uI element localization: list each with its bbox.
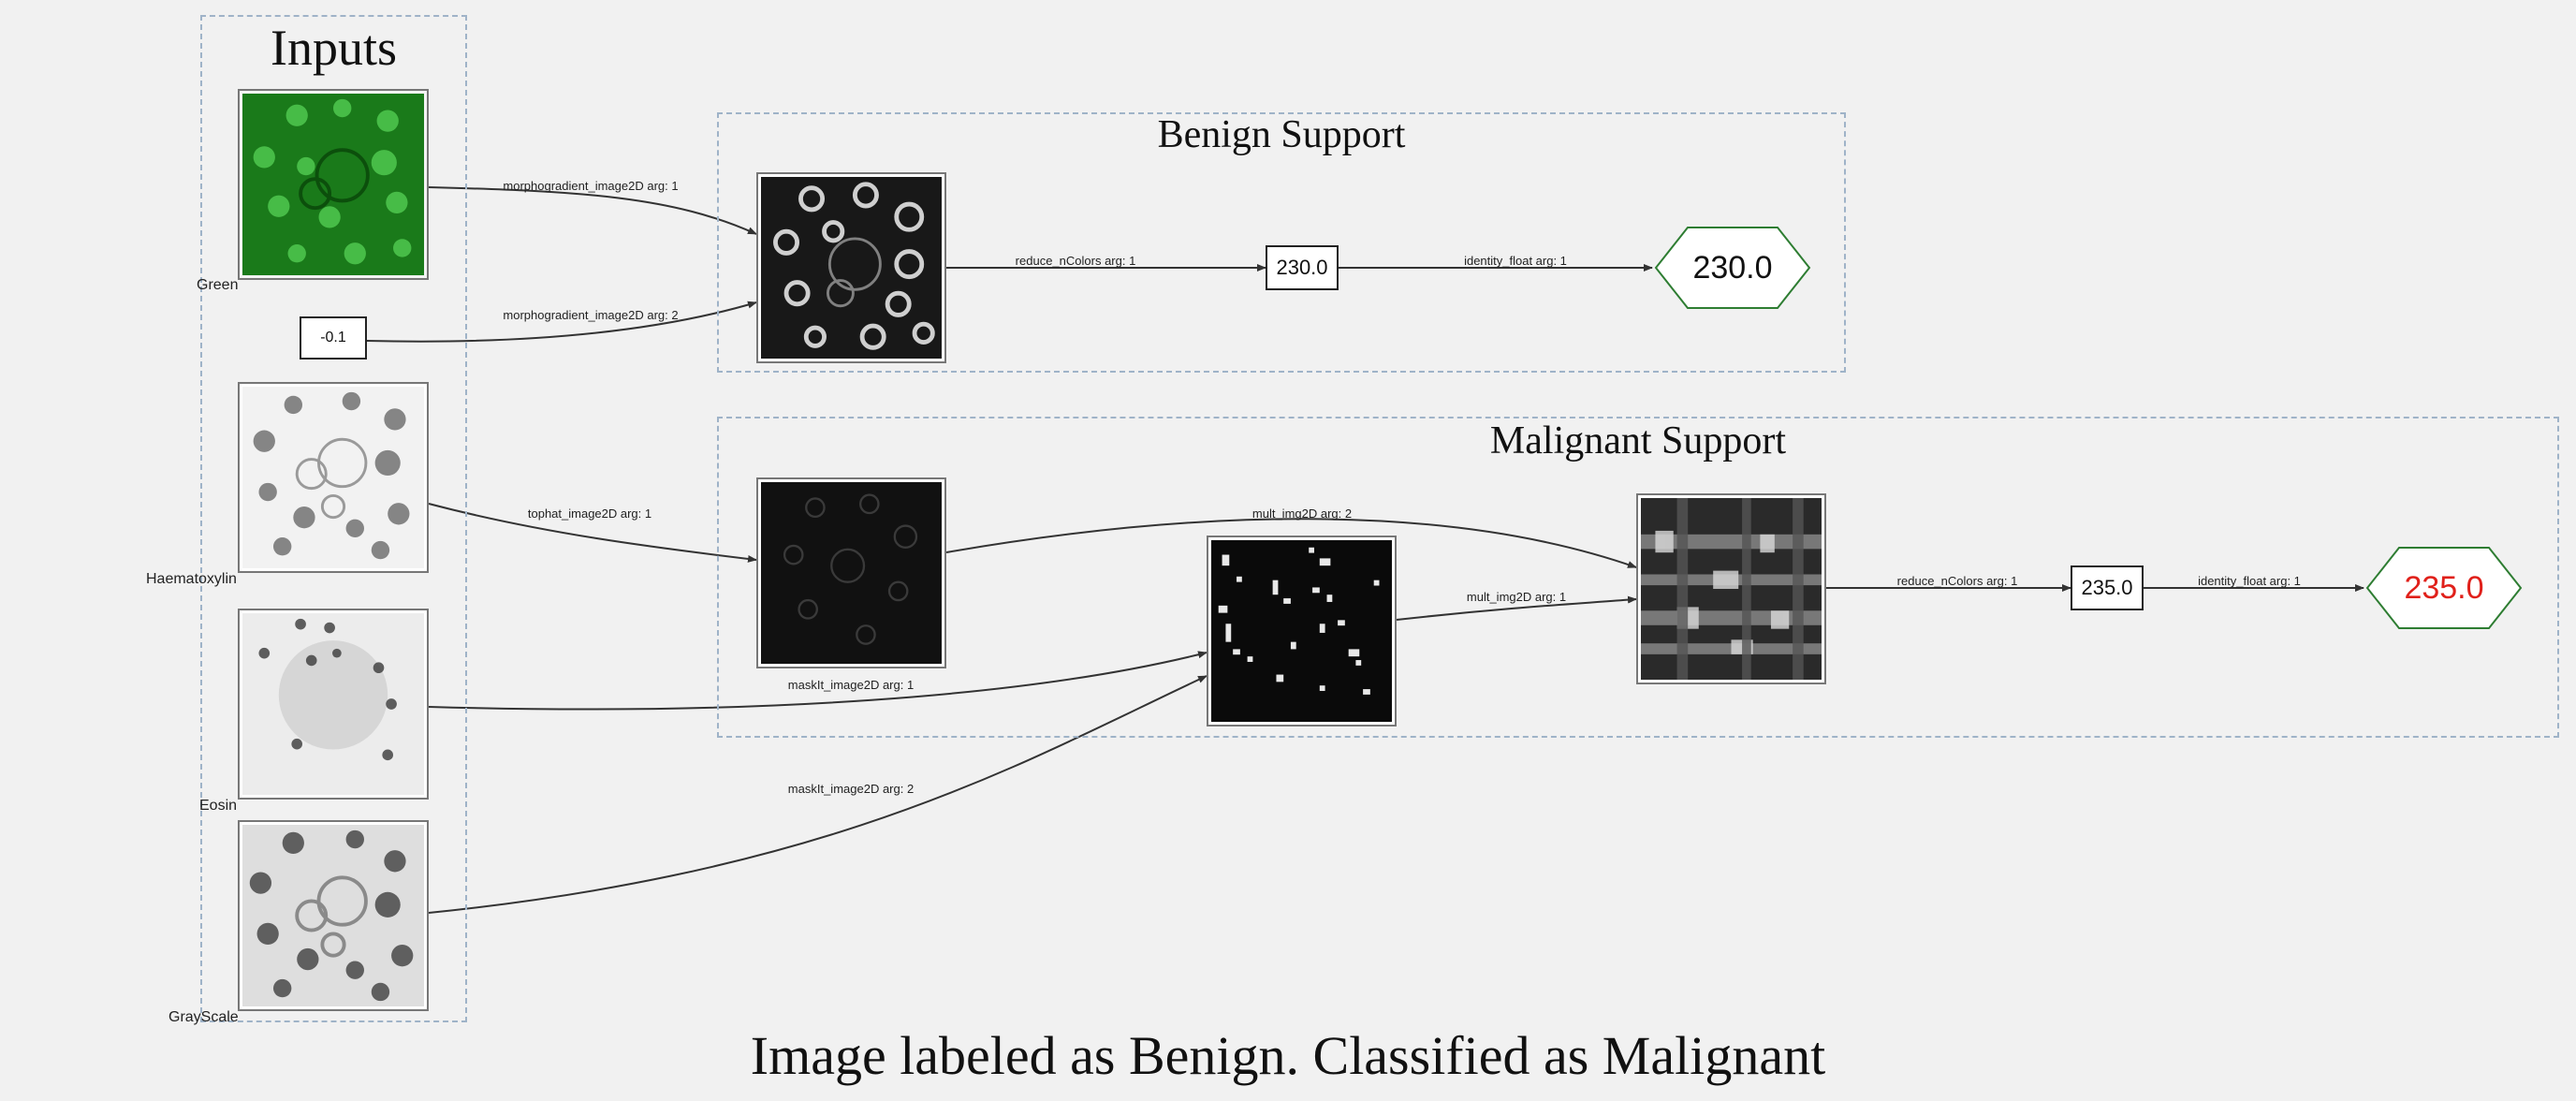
- edge-mask-to-mult: [1396, 595, 1637, 621]
- edge-label-malignant-identity: identity_float arg: 1: [2198, 574, 2301, 588]
- classification-caption: Image labeled as Benign. Classified as M…: [750, 1025, 1826, 1086]
- edge-label-gray-mask: maskIt_image2D arg: 2: [787, 782, 915, 796]
- edge-gray-to-mask: [428, 675, 1208, 914]
- malignant-reduce-node: 235.0: [2071, 565, 2144, 610]
- benign-reduce-node: 230.0: [1266, 245, 1339, 290]
- haematoxylin-label: Haematoxylin: [146, 571, 237, 587]
- benign-hexagon-shape: [1654, 227, 1811, 309]
- malignant-cluster: Malignant Support: [717, 417, 2559, 738]
- edge-tophat-to-mult: [945, 518, 1637, 568]
- edge-const-to-morph: [366, 301, 757, 343]
- edge-label-green-morph: morphogradient_image2D arg: 1: [503, 179, 679, 193]
- edge-label-benign-identity: identity_float arg: 1: [1464, 254, 1567, 268]
- edge-label-const-morph: morphogradient_image2D arg: 2: [503, 308, 679, 322]
- malignant-output-node: 235.0: [2364, 545, 2525, 631]
- edge-label-mult-reduce: reduce_nColors arg: 1: [1896, 574, 2018, 588]
- green-channel-image: [238, 89, 429, 280]
- inputs-cluster: Inputs: [200, 15, 467, 1022]
- eosin-channel-image: [238, 609, 429, 800]
- edge-haema-to-tophat: [428, 503, 757, 563]
- edge-label-eosin-mask: maskIt_image2D arg: 1: [787, 678, 915, 692]
- benign-output-node: 230.0: [1652, 225, 1813, 311]
- grayscale-label: GrayScale: [168, 1009, 239, 1025]
- haematoxylin-channel-image: [238, 382, 429, 573]
- morphogradient-image: [756, 172, 946, 363]
- malignant-hexagon-shape: [2365, 547, 2523, 629]
- malignant-output-value: 235.0: [2404, 569, 2484, 606]
- constant-node: -0.1: [300, 316, 367, 360]
- edge-label-mask-mult: mult_img2D arg: 1: [1466, 590, 1567, 604]
- benign-cluster-title: Benign Support: [1157, 113, 1406, 156]
- inputs-cluster-title: Inputs: [271, 20, 397, 76]
- benign-cluster: Benign Support: [717, 112, 1846, 373]
- grayscale-channel-image: [238, 820, 429, 1011]
- edge-label-morph-reduce: reduce_nColors arg: 1: [1015, 254, 1136, 268]
- edge-green-to-morph: [428, 186, 757, 235]
- maskit-image: [1207, 536, 1397, 727]
- malignant-cluster-title: Malignant Support: [1489, 419, 1787, 462]
- benign-output-value: 230.0: [1692, 249, 1773, 286]
- edge-label-haema-tophat: tophat_image2D arg: 1: [527, 506, 652, 521]
- mult-image: [1636, 493, 1826, 684]
- edge-eosin-to-mask: [428, 651, 1208, 711]
- edge-label-tophat-mult: mult_img2D arg: 2: [1251, 506, 1353, 521]
- eosin-label: Eosin: [199, 798, 238, 814]
- tophat-image: [756, 477, 946, 668]
- green-label: Green: [197, 277, 239, 293]
